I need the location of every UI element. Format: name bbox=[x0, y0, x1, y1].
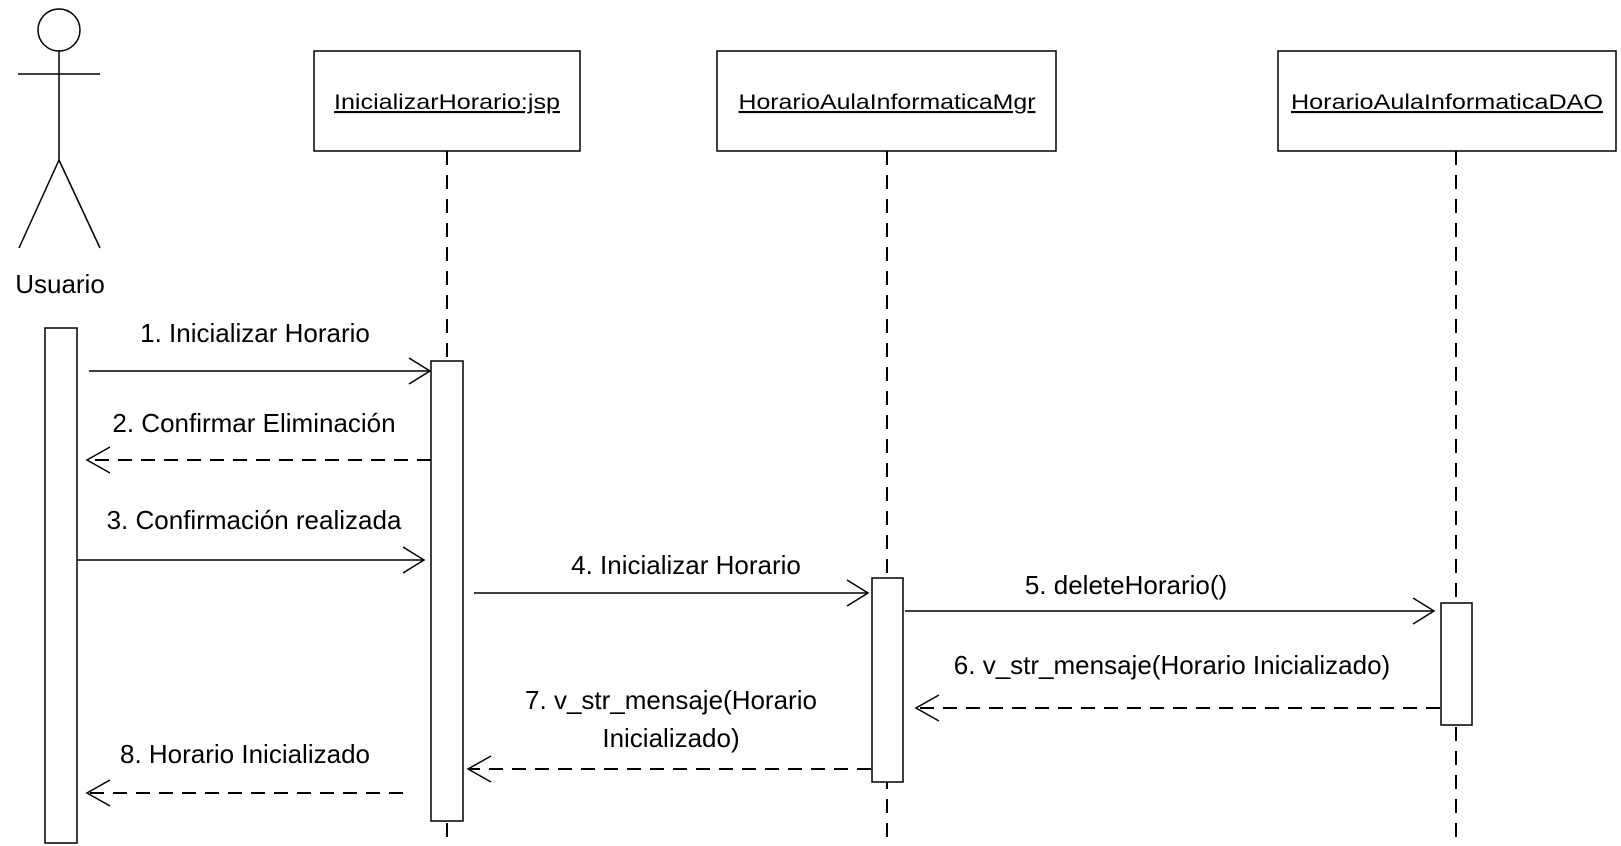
object-label: HorarioAulaInformaticaDAO bbox=[1291, 91, 1603, 114]
object-box bbox=[313, 50, 581, 152]
arrowhead-open bbox=[85, 779, 111, 807]
arrowhead-open bbox=[408, 357, 432, 385]
message-1: 1. Inicializar Horario bbox=[89, 318, 432, 385]
object-label: InicializarHorario:jsp bbox=[334, 91, 560, 114]
arrowhead-open bbox=[846, 579, 870, 607]
object-horario-aula-informatica-dao: HorarioAulaInformaticaDAO bbox=[1277, 50, 1617, 152]
actor-usuario bbox=[18, 8, 101, 249]
actor-label: Usuario bbox=[15, 269, 105, 299]
message-label: 8. Horario Inicializado bbox=[120, 739, 370, 769]
object-label: HorarioAulaInformaticaMgr bbox=[739, 91, 1036, 114]
message-7: 7. v_str_mensaje(Horario Inicializado) bbox=[466, 685, 871, 783]
arrowhead-open bbox=[1412, 597, 1436, 625]
activation-bar-usuario bbox=[44, 327, 78, 844]
actor-left-leg bbox=[18, 159, 60, 249]
message-5: 5. deleteHorario() bbox=[905, 570, 1436, 625]
object-box bbox=[716, 50, 1057, 152]
object-box bbox=[1277, 50, 1617, 152]
message-label: 5. deleteHorario() bbox=[1025, 570, 1227, 600]
message-2: 2. Confirmar Eliminación bbox=[85, 408, 431, 474]
actor-head bbox=[37, 8, 81, 52]
message-label: 4. Inicializar Horario bbox=[571, 550, 801, 580]
arrowhead-open bbox=[466, 755, 492, 783]
message-6: 6. v_str_mensaje(Horario Inicializado) bbox=[914, 650, 1440, 722]
message-8: 8. Horario Inicializado bbox=[85, 739, 403, 807]
object-inicializar-horario-jsp: InicializarHorario:jsp bbox=[313, 50, 581, 152]
message-4: 4. Inicializar Horario bbox=[474, 550, 870, 607]
activation-bar-jsp bbox=[430, 360, 464, 822]
message-label: 2. Confirmar Eliminación bbox=[112, 408, 395, 438]
object-horario-aula-informatica-mgr: HorarioAulaInformaticaMgr bbox=[716, 50, 1057, 152]
message-3: 3. Confirmación realizada bbox=[78, 505, 426, 574]
message-label-line-2: Inicializado) bbox=[602, 723, 739, 753]
activation-bar-dao bbox=[1440, 602, 1473, 726]
arrowhead-open bbox=[914, 694, 940, 722]
message-label: 3. Confirmación realizada bbox=[107, 505, 402, 535]
actor-right-leg bbox=[58, 159, 101, 249]
message-label-line-1: 7. v_str_mensaje(Horario bbox=[525, 685, 817, 715]
message-label: 1. Inicializar Horario bbox=[140, 318, 370, 348]
activation-bar-mgr bbox=[871, 577, 904, 783]
arrowhead-open bbox=[402, 546, 426, 574]
message-label: 6. v_str_mensaje(Horario Inicializado) bbox=[954, 650, 1390, 680]
arrowhead-open bbox=[85, 446, 111, 474]
